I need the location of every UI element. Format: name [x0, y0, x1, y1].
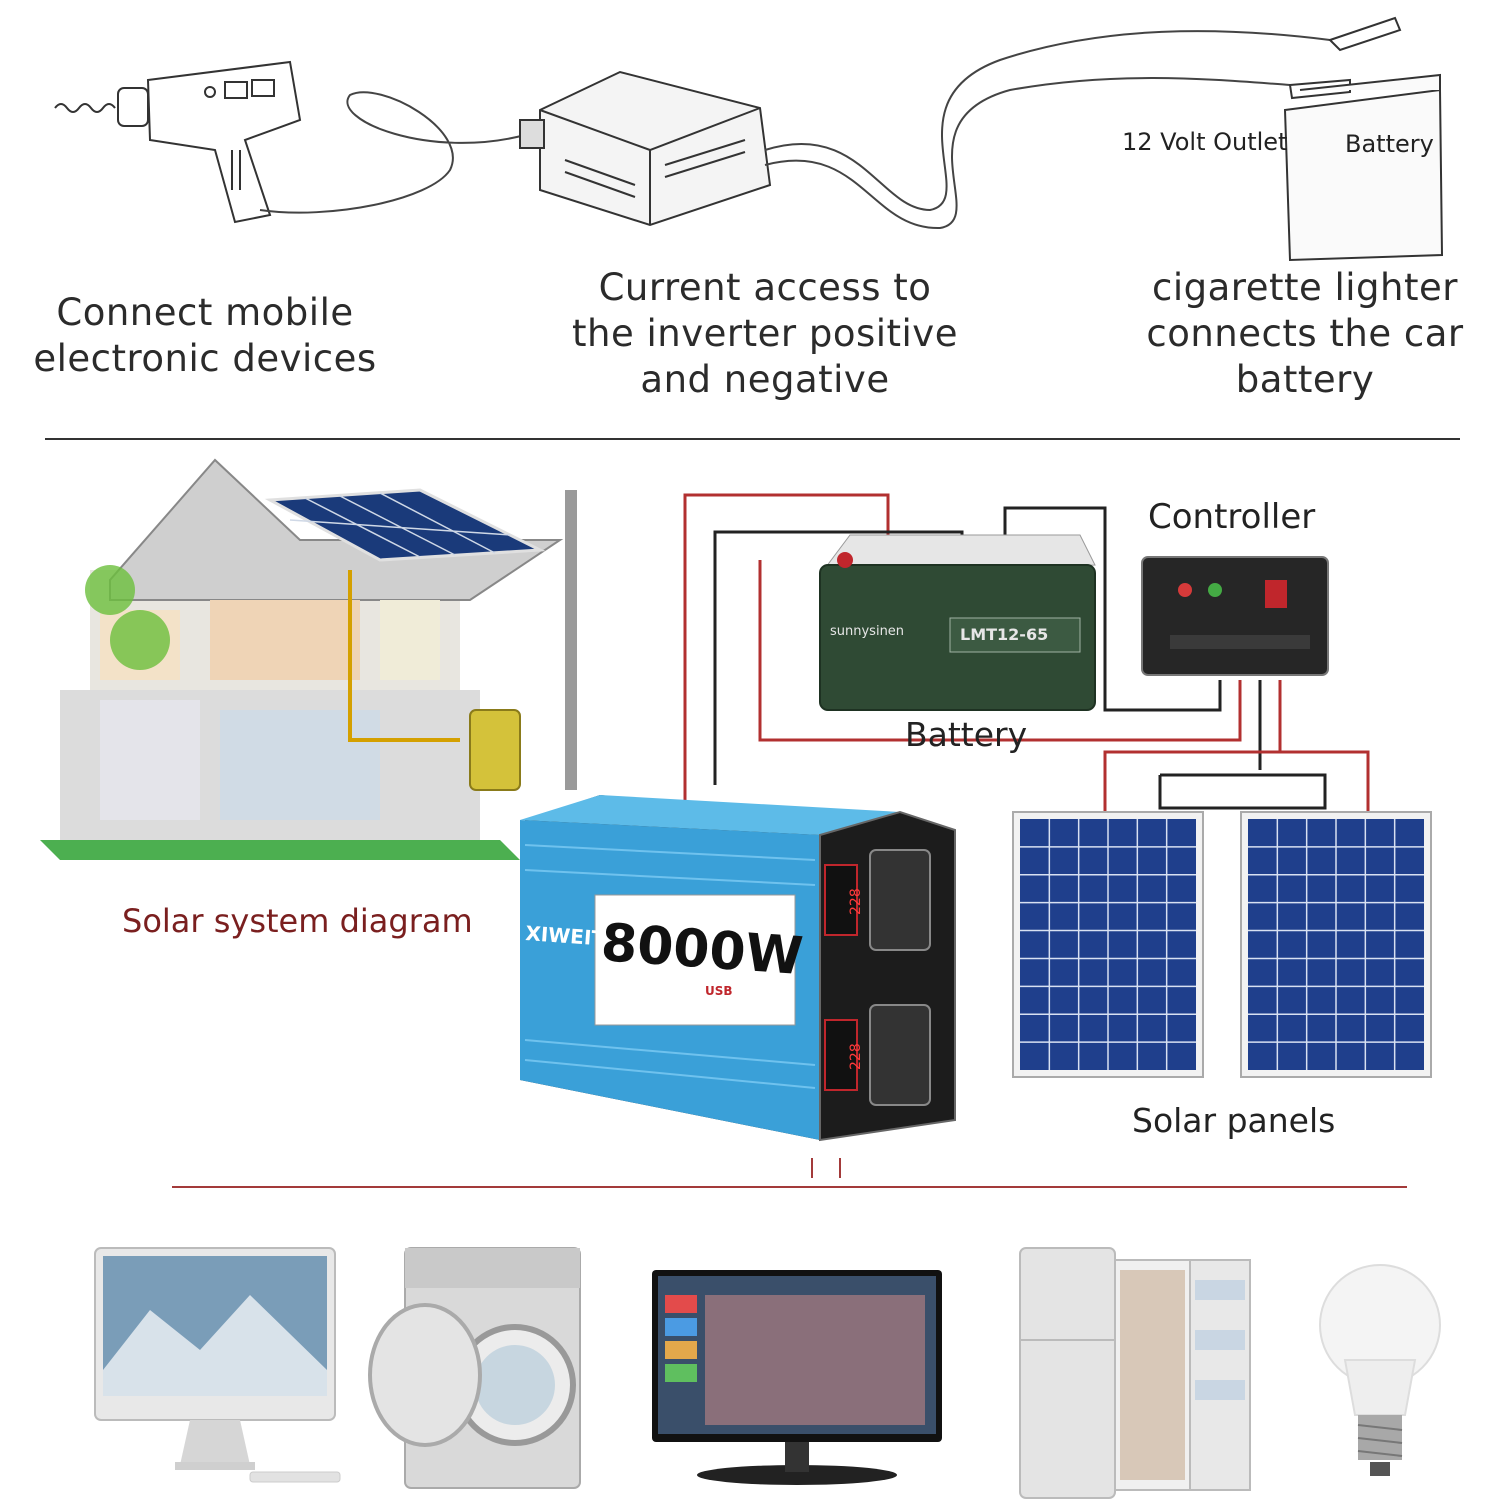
battery-label: Battery: [905, 715, 1027, 754]
battery-sketch-label: Battery: [1345, 130, 1434, 158]
inverter-display-top: 228: [848, 888, 864, 915]
battery-cable-black: [764, 77, 1291, 230]
divider-bottom: [172, 1186, 1407, 1188]
house-icon: [40, 458, 577, 860]
tv-icon: [652, 1270, 942, 1485]
divider-top: [45, 438, 1460, 440]
caption-left-line-2: electronic devices: [33, 337, 377, 380]
system-caption: Solar system diagram: [122, 902, 473, 940]
caption-center-line-2: the inverter positive: [572, 312, 958, 355]
inverter-sketch-icon: [519, 70, 772, 227]
appliances-row: [94, 1247, 1441, 1499]
middle-diagram: Solar system diagram sunnysinen LMT12-65…: [40, 458, 1432, 1178]
battery-icon: [818, 534, 1096, 711]
inverter-power: 8000W: [599, 913, 805, 987]
caption-right: cigarette lighter connects the car batte…: [1110, 265, 1500, 403]
controller-label: Controller: [1148, 497, 1315, 537]
caption-center-line-3: and negative: [640, 358, 890, 401]
caption-center: Current access to the inverter positive …: [530, 265, 1000, 403]
light-bulb-icon: [1319, 1264, 1441, 1476]
controller-icon: [1141, 556, 1329, 676]
inverter-display-bottom: 228: [848, 1043, 864, 1070]
caption-left-line-1: Connect mobile: [56, 291, 354, 334]
drill-icon: [54, 60, 302, 224]
outlet-label: 12 Volt Outlet: [1122, 128, 1287, 156]
battery-model: LMT12-65: [960, 625, 1048, 644]
battery-cable-red: [764, 30, 1331, 212]
top-sketch: 12 Volt Outlet Battery: [54, 16, 1444, 262]
inverter-usb: USB: [705, 984, 733, 998]
clamp-icon: [1288, 16, 1402, 100]
solar-panel-grid: [1020, 819, 1424, 1070]
caption-right-line-1: cigarette lighter: [1152, 266, 1458, 309]
caption-right-line-2: connects the car: [1146, 312, 1464, 355]
panels-label: Solar panels: [1132, 1101, 1335, 1140]
drill-cable: [259, 91, 526, 214]
caption-left: Connect mobile electronic devices: [0, 290, 410, 382]
refrigerator-icon: [1019, 1247, 1251, 1499]
wiring: [683, 493, 1370, 815]
battery-brand: sunnysinen: [830, 624, 904, 639]
washing-machine-icon: [368, 1247, 581, 1489]
computer-icon: [94, 1247, 341, 1483]
battery-sketch-icon: [1283, 73, 1444, 262]
inverter-icon: [520, 795, 956, 1142]
caption-right-line-3: battery: [1235, 358, 1375, 401]
caption-center-line-1: Current access to: [598, 266, 932, 309]
